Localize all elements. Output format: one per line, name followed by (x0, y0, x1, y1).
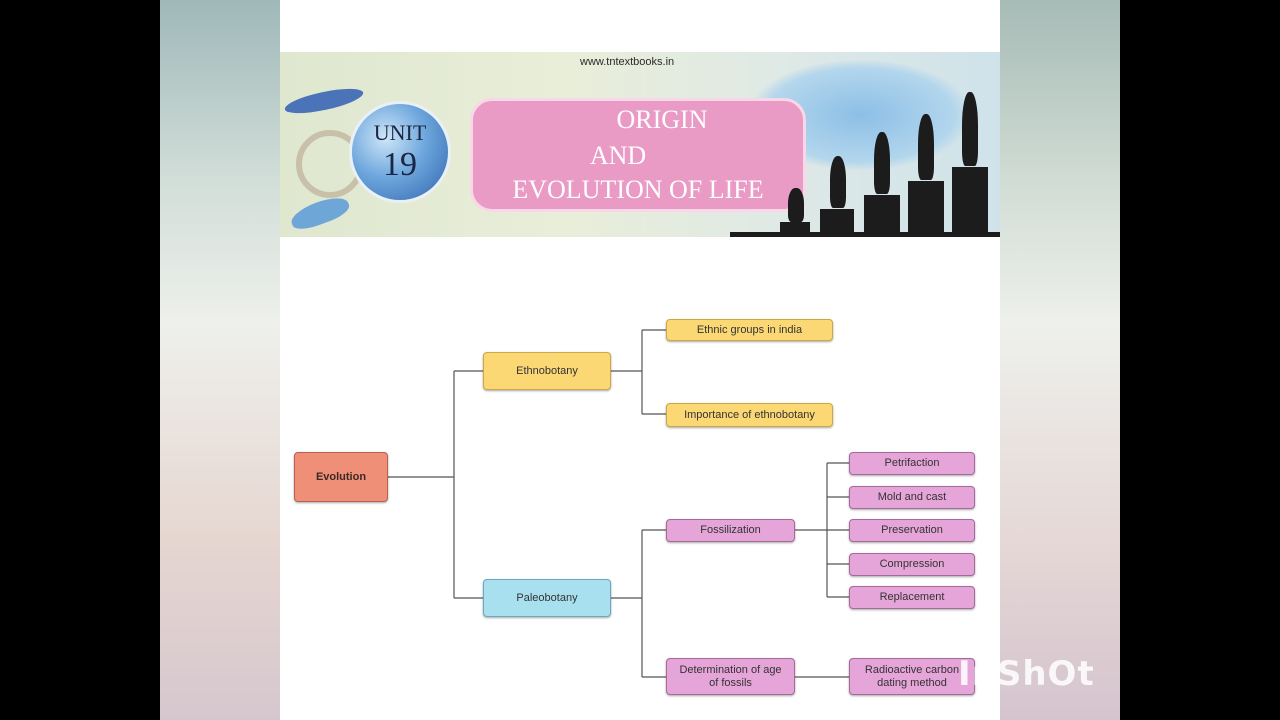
unit-label: UNIT (373, 120, 427, 145)
blurred-side-right (1000, 0, 1120, 720)
node-age-determination: Determination of age of fossils (666, 658, 795, 695)
node-preservation: Preservation (849, 519, 975, 542)
unit-number: 19 (383, 146, 417, 183)
node-petrifaction: Petrifaction (849, 452, 975, 475)
node-compression: Compression (849, 553, 975, 576)
chapter-title-box: ORIGIN AND EVOLUTION OF LIFE (470, 98, 806, 212)
letterbox-right (1120, 0, 1280, 720)
unit-banner: www.tntextbooks.in UNIT 19 ORIGIN AND EV… (280, 52, 1000, 237)
node-fossilization: Fossilization (666, 519, 795, 542)
evolution-concept-map: Evolution Ethnobotany Ethnic groups in i… (280, 0, 1000, 720)
node-evolution: Evolution (294, 452, 388, 502)
blurred-side-left (160, 0, 280, 720)
website-url: www.tntextbooks.in (580, 56, 675, 68)
inshot-watermark: InShOt (958, 654, 1095, 694)
node-importance-ethnobotany: Importance of ethnobotany (666, 403, 833, 427)
node-mold-and-cast: Mold and cast (849, 486, 975, 509)
node-ethnobotany: Ethnobotany (483, 352, 611, 390)
node-ethnic-groups: Ethnic groups in india (666, 319, 833, 341)
title-line-1: ORIGIN (616, 105, 708, 134)
connector-lines (388, 329, 849, 678)
node-paleobotany: Paleobotany (483, 579, 611, 617)
node-replacement: Replacement (849, 586, 975, 609)
node-radioactive-carbon-dating: Radioactive carbon dating method (849, 658, 975, 695)
title-line-3: EVOLUTION OF LIFE (512, 175, 764, 204)
unit-globe-badge: UNIT 19 (352, 104, 448, 200)
letterbox-left (0, 0, 160, 720)
title-line-2: AND (589, 141, 647, 170)
textbook-page: www.tntextbooks.in UNIT 19 ORIGIN AND EV… (280, 0, 1000, 720)
